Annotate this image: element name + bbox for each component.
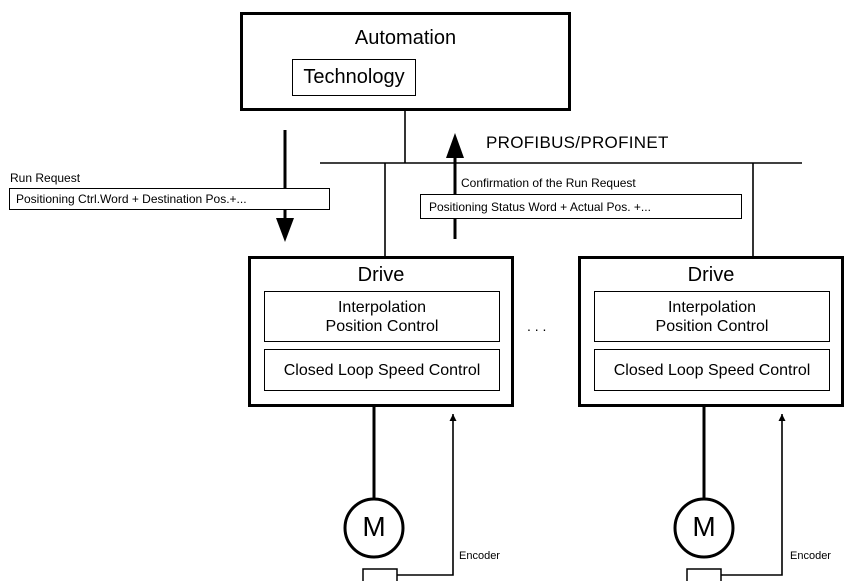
encoder-label: Encoder [459,550,500,562]
interpolation-position-control-box: Interpolation Position Control [594,291,830,342]
drive-title: Drive [687,264,735,286]
position-control-label: Position Control [325,317,439,335]
drive1-motor-circle [343,497,405,559]
ellipsis: . . . [527,318,547,334]
speed-control-box: Closed Loop Speed Control [264,349,500,391]
confirmation-content: Positioning Status Word + Actual Pos. +.… [429,200,651,214]
encoder-label: Encoder [790,550,831,562]
interpolation-position-control-box: Interpolation Position Control [264,291,500,342]
run-request-content: Positioning Ctrl.Word + Destination Pos.… [16,192,247,206]
run-request-label: Run Request [10,171,81,185]
position-control-label: Position Control [655,317,769,335]
drive-block: Drive Interpolation Position Control Clo… [248,256,514,407]
run-request-arrow [276,130,294,242]
motor-label: M [692,511,716,542]
drive1-encoder-feedback [397,414,457,576]
drive2-motor-circle [673,497,735,559]
motor-label: M [362,511,386,542]
bus-label: PROFIBUS/PROFINET [486,133,669,152]
automation-block: Automation Technology [240,12,571,111]
drive2-encoder-feedback [721,414,786,576]
drive2-encoder-block [686,568,722,581]
technology-box: Technology [292,59,416,96]
interpolation-label: Interpolation [337,298,427,316]
automation-title: Automation [354,27,457,49]
speed-control-box: Closed Loop Speed Control [594,349,830,391]
confirmation-content-box: Positioning Status Word + Actual Pos. +.… [420,194,742,219]
confirmation-label: Confirmation of the Run Request [461,176,636,190]
drive1-encoder-block [362,568,398,581]
run-request-content-box: Positioning Ctrl.Word + Destination Pos.… [9,188,330,210]
drive-title: Drive [357,264,405,286]
interpolation-label: Interpolation [667,298,757,316]
drive-block: Drive Interpolation Position Control Clo… [578,256,844,407]
